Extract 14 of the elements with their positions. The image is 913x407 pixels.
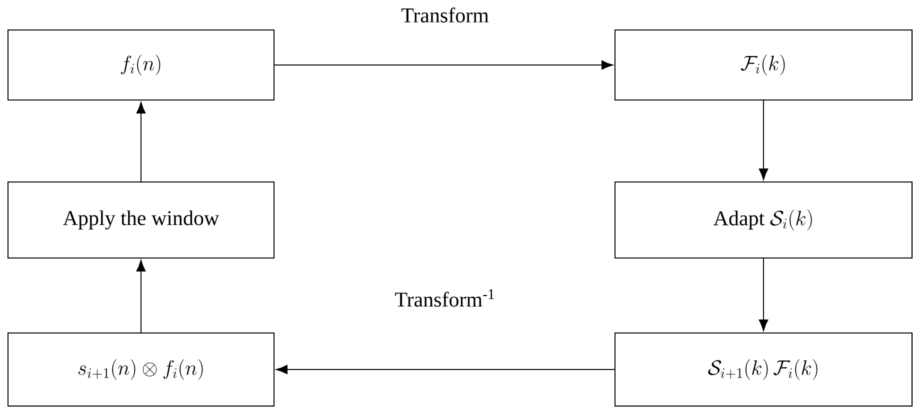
arrow [276, 364, 615, 374]
edge-label: Transform [400, 6, 490, 24]
arrow [758, 100, 768, 180]
process-box: $\mathrm{Adapt}\ \mathcal{S}_i(k)$ [614, 182, 912, 258]
arrow [136, 260, 146, 333]
arrow [136, 102, 146, 182]
arrow [274, 60, 613, 70]
process-box: $\mathcal{S}_{i+1}(k)\,\mathcal{F}_i(k)$ [614, 332, 912, 406]
edge-label: Transform$^{-1}$ [394, 288, 496, 308]
process-box: Apply the window [8, 182, 274, 258]
process-box: $\mathcal{F}_i(k)$ [614, 30, 912, 100]
process-box: $s_{i+1}(n)\otimes f_i(n)$ [8, 332, 274, 406]
process-box: $f_i(n)$ [8, 30, 274, 100]
arrow [758, 258, 768, 331]
